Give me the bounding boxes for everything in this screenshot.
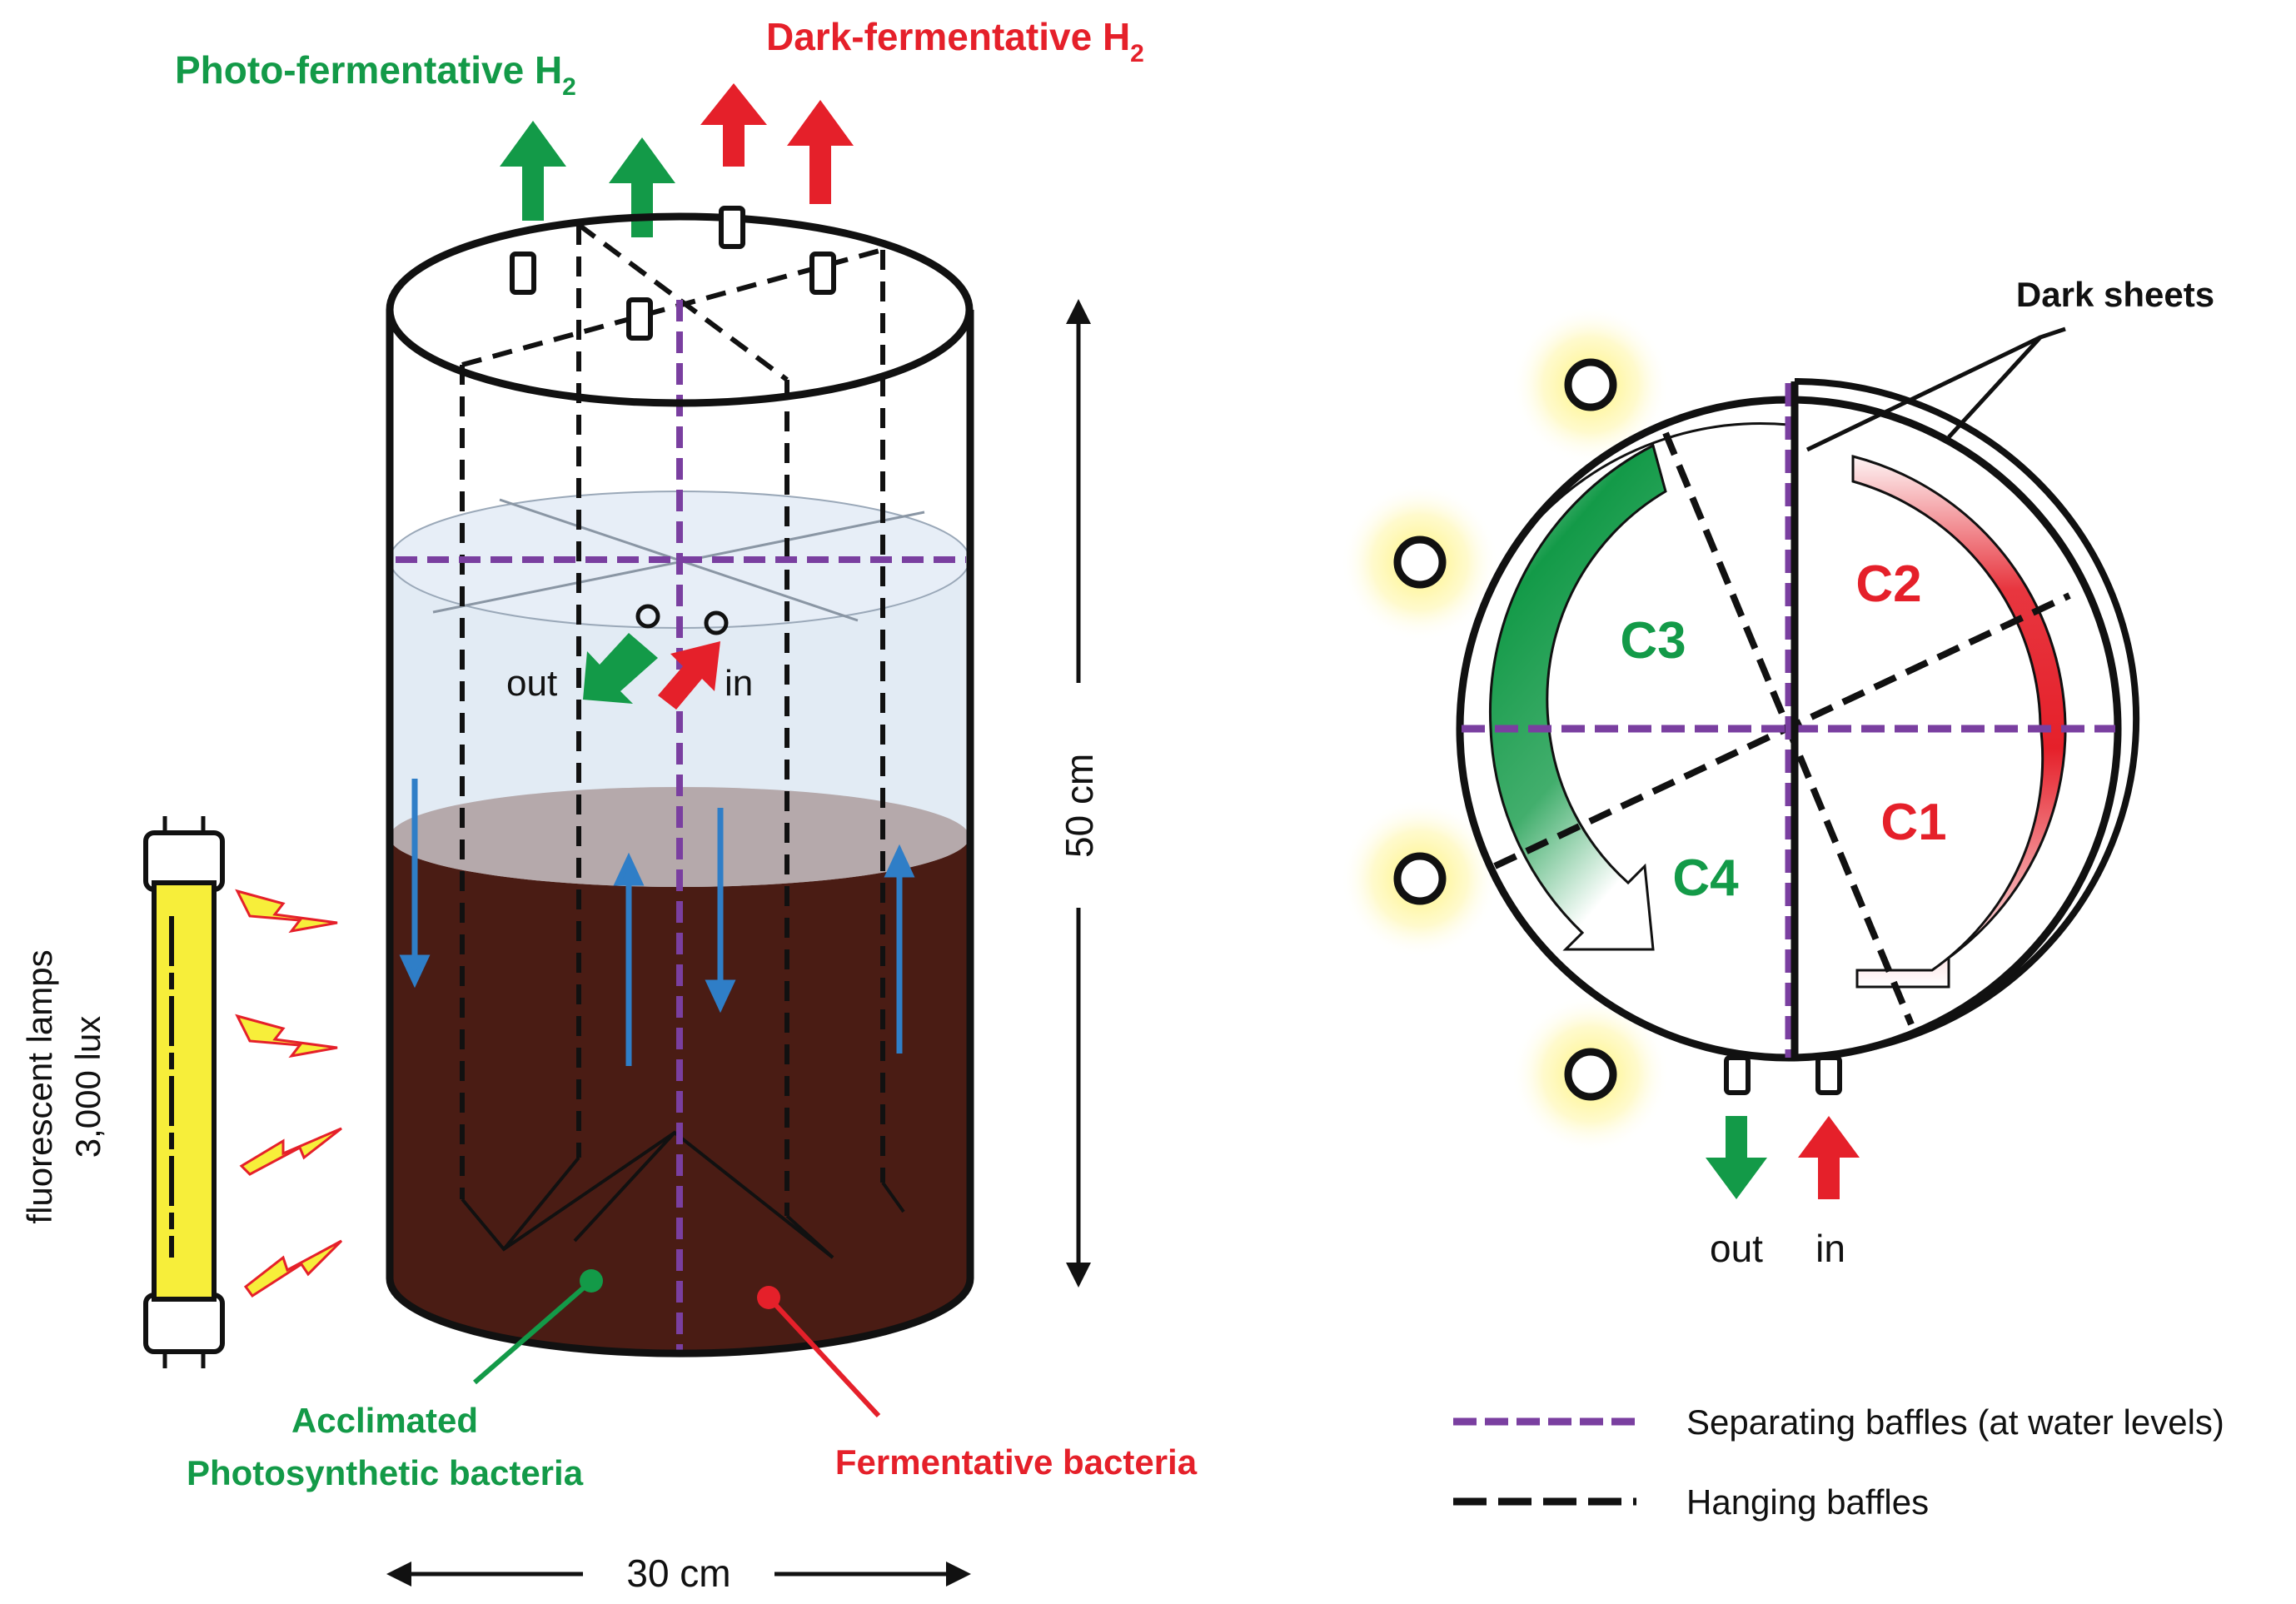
legend-separating-label: Separating baffles (at water levels) [1686,1402,2224,1442]
dark-h2-label: Dark-fermentative H2 [766,15,1144,67]
svg-text:Acclimated: Acclimated [291,1401,478,1440]
out-label-left: out [506,663,557,704]
compartment-labels: C2 C1 C3 C4 [1620,555,1946,907]
top-view-ports [1724,1055,1842,1095]
ferm-bacteria-pointer: Fermentative bacteria [757,1286,1198,1482]
top-view-in-out-arrows: out in [1706,1116,1860,1270]
photo-gas-arrows [500,121,675,237]
dark-gas-arrows [700,83,854,204]
c2-label: C2 [1855,555,1921,613]
svg-text:Photosynthetic bacteria: Photosynthetic bacteria [187,1453,584,1492]
photo-h2-label: Photo-fermentative H2 [175,48,576,101]
lid-ports [510,206,836,341]
svg-text:Fermentative bacteria: Fermentative bacteria [835,1442,1198,1482]
legend-hanging-label: Hanging baffles [1686,1482,1929,1522]
photo-bacteria-pointer: Acclimated Photosynthetic bacteria [187,1269,603,1492]
c4-label: C4 [1672,849,1739,907]
flow-arrows [399,779,915,1066]
separating-baffles-top-view [1462,383,2115,1058]
in-label-left: in [725,663,753,704]
cylinder-in-out: out in [506,604,753,710]
svg-text:Photo-fermentative H2: Photo-fermentative H2 [175,48,576,101]
flow-arrow-dark [1851,455,2067,989]
c3-label: C3 [1620,612,1686,670]
out-label-right: out [1710,1227,1763,1270]
dark-sheets-pointer: Dark sheets [1805,275,2214,452]
fluorescent-lamp [143,816,225,1368]
svg-text:fluorescent lamps: fluorescent lamps [20,949,59,1223]
lightning-icons [235,889,343,1298]
separating-baffles-cylinder [396,300,966,1353]
width-dimension: 30 cm [386,1552,971,1595]
svg-text:30 cm: 30 cm [626,1552,730,1595]
svg-text:Dark sheets: Dark sheets [2016,275,2214,314]
svg-text:50 cm: 50 cm [1058,754,1101,858]
in-label-right: in [1815,1227,1845,1270]
height-dimension: 50 cm [1058,299,1101,1288]
lamp-circles-top-view [1393,358,1617,1101]
baffle-feet [461,1130,905,1259]
lamp-label: fluorescent lamps 3,000 lux [20,949,107,1223]
svg-text:Dark-fermentative H2: Dark-fermentative H2 [766,15,1144,67]
c1-label: C1 [1880,794,1946,851]
legend: Separating baffles (at water levels) Han… [1453,1402,2224,1522]
cylinder-outline [386,212,974,1357]
flow-arrow-photo [1488,443,1667,951]
svg-text:3,000 lux: 3,000 lux [68,1016,107,1158]
